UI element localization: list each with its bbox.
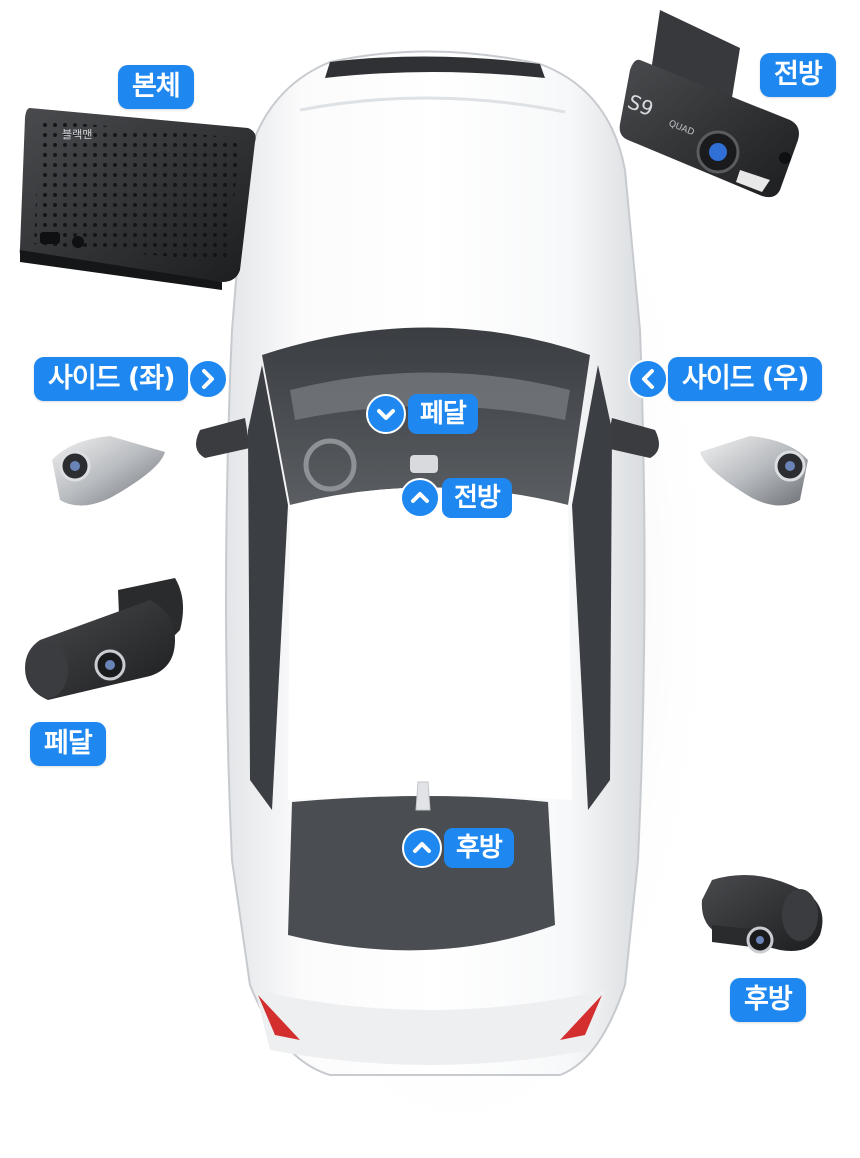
label-front-camera: 전방	[760, 53, 836, 97]
pedal-camera-device	[25, 578, 184, 700]
label-rear-on-car: 후방	[444, 828, 514, 868]
rear-camera-device	[701, 875, 823, 954]
rear-arrow-icon	[402, 828, 442, 868]
side-camera-left-device	[52, 436, 165, 506]
label-side-left: 사이드 (좌)	[34, 357, 189, 401]
label-side-right: 사이드 (우)	[668, 357, 823, 401]
main-unit-brand-text: 블랙맨	[62, 128, 92, 141]
label-main-unit: 본체	[118, 65, 194, 109]
car-illustration	[196, 50, 659, 1076]
side-left-arrow-icon	[188, 359, 228, 399]
main-unit-device: 블랙맨	[19, 108, 256, 290]
front-arrow-icon	[400, 478, 440, 518]
label-pedal-camera: 페달	[30, 722, 106, 766]
label-rear-camera: 후방	[730, 978, 806, 1022]
front-camera-device: S9 QUAD	[619, 10, 799, 198]
pedal-arrow-icon	[366, 394, 406, 434]
side-camera-right-device	[700, 436, 808, 506]
label-pedal-on-car: 페달	[408, 394, 478, 434]
label-front-on-car: 전방	[442, 478, 512, 518]
side-right-arrow-icon	[628, 359, 668, 399]
label-side-left-text: 사이드 (좌)	[48, 363, 175, 394]
